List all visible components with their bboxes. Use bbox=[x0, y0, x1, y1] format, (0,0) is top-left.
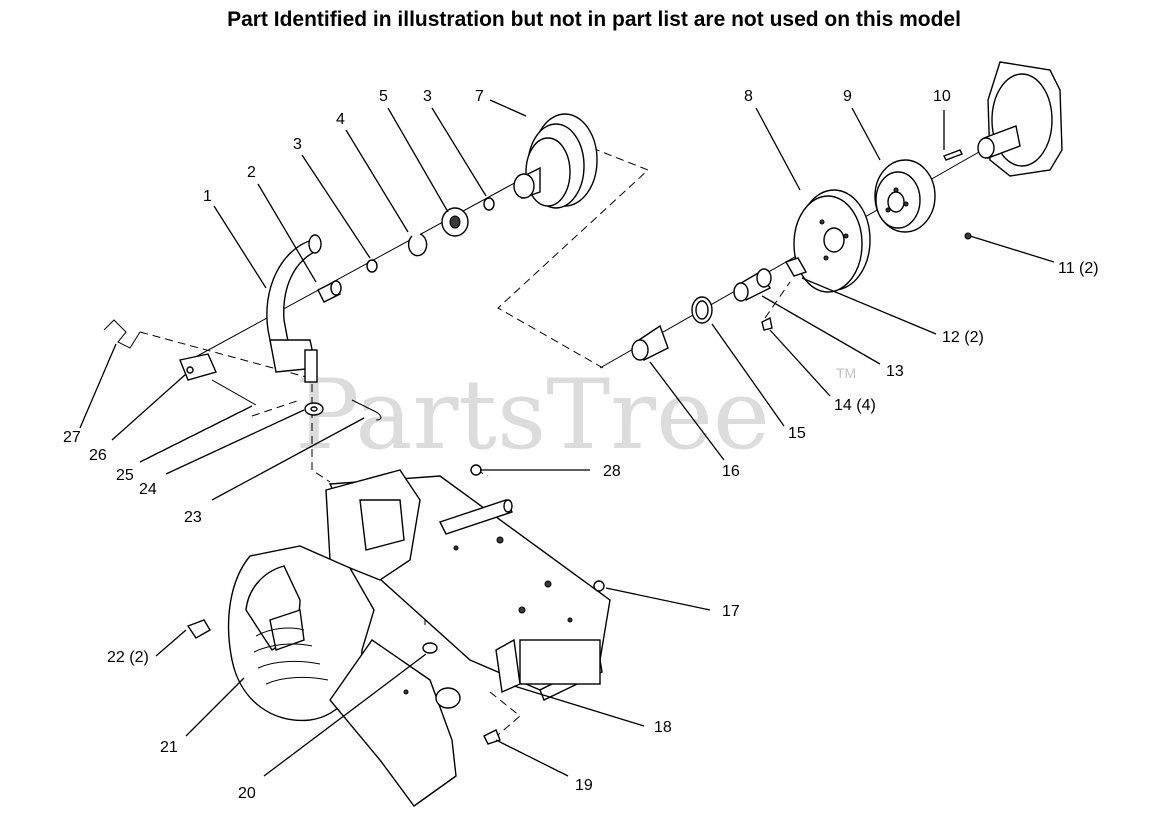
callout-17: 17 bbox=[722, 603, 740, 620]
part-21-chute-housing bbox=[227, 545, 375, 722]
leader-lines bbox=[79, 99, 1055, 777]
leader-16 bbox=[649, 361, 725, 461]
part-17-bolt bbox=[593, 580, 605, 592]
leader-3b bbox=[431, 107, 487, 197]
left-shaft-line bbox=[189, 179, 521, 361]
callout-8: 8 bbox=[744, 88, 753, 105]
callout-19: 19 bbox=[575, 777, 593, 794]
part-4-snap-ring bbox=[407, 233, 428, 257]
callout-labels: 1 2 3 4 5 3 7 8 9 10 11 (2) 12 (2) 13 14… bbox=[63, 88, 1099, 802]
callout-14: 14 (4) bbox=[834, 397, 876, 414]
leader-7 bbox=[489, 99, 527, 117]
part-housing-right bbox=[977, 61, 1063, 177]
part-13-sleeve bbox=[733, 268, 772, 302]
leader-21 bbox=[185, 677, 245, 737]
callout-9: 9 bbox=[843, 88, 852, 105]
part-3-washer-upper bbox=[483, 197, 495, 211]
callout-22: 22 (2) bbox=[107, 649, 149, 666]
chute-tail bbox=[329, 639, 461, 807]
leader-14 bbox=[769, 329, 831, 397]
callout-28: 28 bbox=[603, 463, 621, 480]
leader-13 bbox=[761, 295, 881, 365]
watermark-text: PartsTree bbox=[295, 359, 770, 471]
leader-23 bbox=[211, 417, 365, 501]
part-9-pulley bbox=[874, 159, 936, 233]
callout-7: 7 bbox=[475, 88, 484, 105]
part-28-screw bbox=[470, 464, 482, 476]
leader-11 bbox=[969, 235, 1055, 263]
leader-2 bbox=[257, 183, 317, 283]
part-27-spring bbox=[103, 319, 141, 349]
leader-24 bbox=[165, 409, 305, 475]
leader-22 bbox=[155, 629, 187, 657]
part-8-disc bbox=[793, 189, 871, 293]
leader-8 bbox=[755, 107, 801, 191]
part-3-washer-lower bbox=[366, 259, 378, 273]
callout-26: 26 bbox=[89, 447, 107, 464]
callout-18: 18 bbox=[654, 719, 672, 736]
leader-1 bbox=[213, 205, 267, 289]
part-25-pin bbox=[211, 379, 257, 406]
callout-1: 1 bbox=[203, 188, 212, 205]
leader-17 bbox=[605, 587, 711, 611]
leader-15 bbox=[711, 323, 785, 427]
leader-4 bbox=[345, 129, 409, 233]
leader-26 bbox=[111, 373, 187, 441]
part-12-clip bbox=[784, 257, 808, 277]
callout-12: 12 (2) bbox=[942, 329, 984, 346]
leader-27 bbox=[79, 343, 117, 429]
part-20-washer bbox=[422, 642, 438, 654]
header-notice: Part Identified in illustration but not … bbox=[227, 8, 961, 31]
leader-25 bbox=[139, 405, 253, 463]
part-7-pulley bbox=[513, 113, 598, 209]
callout-25: 25 bbox=[116, 467, 134, 484]
callout-24: 24 bbox=[139, 481, 157, 498]
callout-10: 10 bbox=[933, 88, 951, 105]
part-1-lever bbox=[266, 234, 322, 383]
leader-18 bbox=[513, 685, 645, 727]
frame-shaft bbox=[439, 499, 513, 535]
callout-20: 20 bbox=[238, 785, 256, 802]
part-23-cotter bbox=[351, 399, 382, 421]
leader-9 bbox=[851, 107, 881, 161]
part-5-bearing bbox=[441, 207, 469, 237]
callout-3a: 3 bbox=[293, 136, 302, 153]
part-18-bracket bbox=[495, 638, 521, 694]
leader-12 bbox=[801, 277, 937, 335]
callout-4: 4 bbox=[336, 111, 345, 128]
callout-2: 2 bbox=[247, 164, 256, 181]
leader-5 bbox=[387, 107, 449, 213]
part-14-screw bbox=[761, 316, 773, 331]
callout-11: 11 (2) bbox=[1058, 260, 1099, 277]
leader-19 bbox=[495, 739, 569, 777]
part-2-bushing bbox=[317, 280, 342, 303]
callout-15: 15 bbox=[788, 425, 806, 442]
part-10-key bbox=[943, 149, 963, 161]
callout-13: 13 bbox=[886, 363, 904, 380]
part-15-ring bbox=[691, 296, 713, 324]
chute-bracket bbox=[325, 469, 421, 581]
callout-27: 27 bbox=[63, 429, 81, 446]
callout-23: 23 bbox=[184, 509, 202, 526]
callout-5: 5 bbox=[379, 88, 388, 105]
callout-3b: 3 bbox=[423, 88, 432, 105]
part-22-knob bbox=[186, 619, 211, 639]
leader-20 bbox=[263, 653, 427, 777]
part-24-washer bbox=[304, 402, 324, 416]
part-26-bracket bbox=[179, 353, 217, 381]
callout-16: 16 bbox=[722, 463, 740, 480]
callout-21: 21 bbox=[160, 739, 178, 756]
watermark-trademark: TM bbox=[836, 365, 856, 381]
leader-3a bbox=[301, 154, 371, 259]
part-19-screw bbox=[483, 729, 501, 745]
part-16-bushing bbox=[631, 324, 669, 361]
